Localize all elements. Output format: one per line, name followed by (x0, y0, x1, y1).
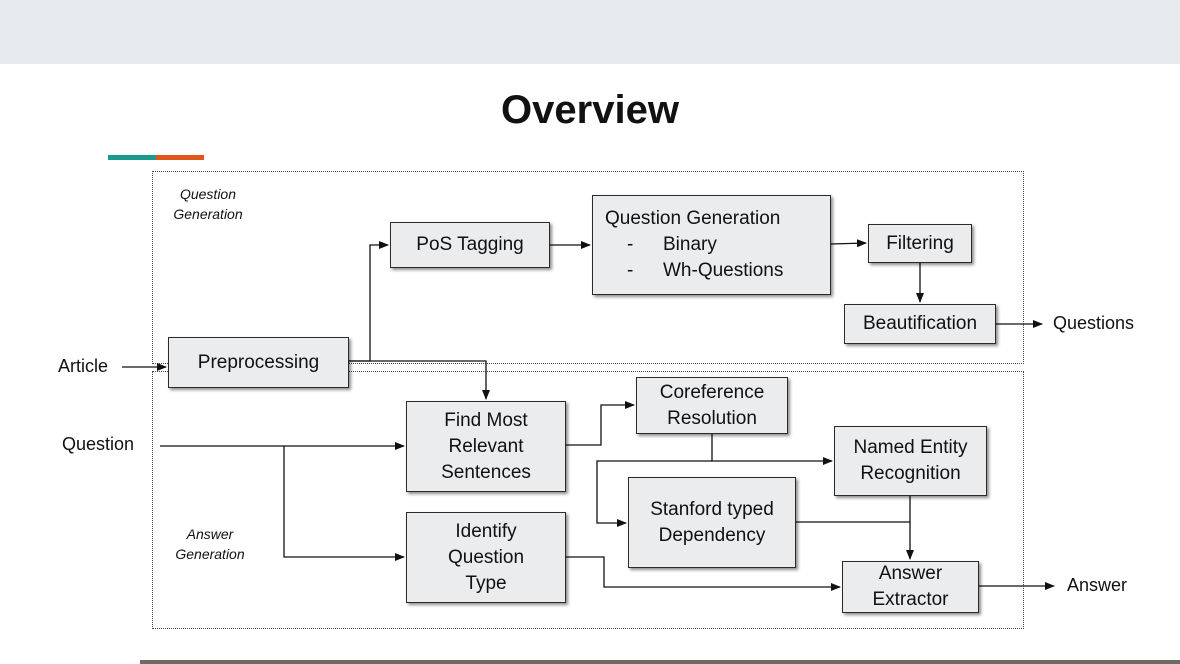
find-relevant-label: Find Most Relevant Sentences (441, 409, 531, 483)
pos-tagging-label: PoS Tagging (416, 234, 524, 255)
header-band (0, 0, 1180, 64)
arrow-question-identify (283, 446, 405, 561)
accent-bar-orange (156, 155, 204, 160)
coreference-label: Coreference Resolution (659, 381, 765, 429)
bottom-image-strip (140, 660, 1180, 664)
arrow-identify-extractor (566, 556, 841, 591)
slide-title: Overview (501, 88, 679, 132)
article-input-label: Article (58, 356, 109, 376)
question-input-label: Question (62, 434, 135, 454)
question-generation-label: Question Generation (173, 186, 243, 222)
preprocessing-label: Preprocessing (197, 351, 320, 373)
beautification-box: Beautification (844, 304, 996, 344)
answer-output-label: Answer (1067, 575, 1128, 595)
identify-type-box: Identify Question Type (406, 512, 566, 603)
pos-tagging-box: PoS Tagging (390, 222, 550, 268)
stanford-label: Stanford typed Dependency (650, 498, 774, 546)
answer-generation-label: Answer Generation (175, 526, 245, 562)
stanford-box: Stanford typed Dependency (628, 477, 796, 568)
arrow-coreference-ner (711, 434, 833, 465)
questions-output-label: Questions (1053, 313, 1135, 333)
find-relevant-box: Find Most Relevant Sentences (406, 401, 566, 492)
filtering-box: Filtering (868, 224, 972, 263)
question-generation-box: Question Generation - Binary - Wh-Questi… (592, 195, 831, 295)
accent-bar-teal (108, 155, 158, 160)
arrow-find-coreference (566, 401, 635, 446)
answer-extractor-box: Answer Extractor (842, 561, 979, 613)
preprocessing-box: Preprocessing (168, 337, 349, 388)
arrow-coreference-stanford (596, 460, 712, 527)
arrow-preprocessing-find (349, 360, 490, 400)
beautification-label: Beautification (862, 313, 978, 334)
question-generation-title: Question Generation (605, 208, 781, 229)
arrow-preprocessing-pos (349, 241, 389, 362)
question-generation-region (152, 171, 1024, 364)
filtering-label: Filtering (886, 232, 954, 254)
qg-item-wh: - Wh-Questions (627, 260, 784, 281)
qg-item-binary: - Binary (627, 234, 717, 255)
arrow-qgen-filtering (830, 239, 867, 248)
ner-box: Named Entity Recognition (834, 426, 987, 496)
answer-extractor-label: Answer Extractor (872, 563, 949, 610)
answer-generation-region (152, 371, 1024, 629)
identify-type-label: Identify Question Type (447, 520, 525, 594)
coreference-box: Coreference Resolution (636, 377, 788, 434)
ner-label: Named Entity Recognition (853, 437, 968, 484)
